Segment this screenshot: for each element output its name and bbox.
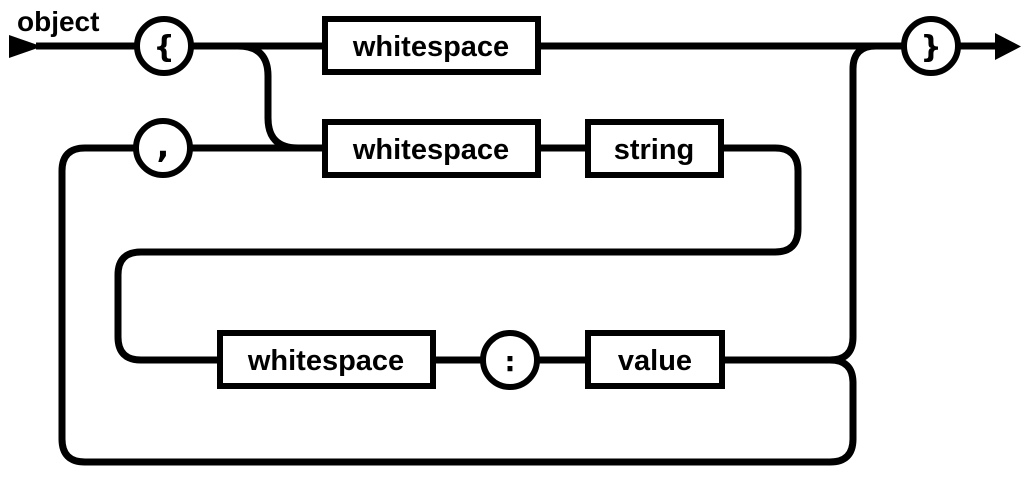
nonterminal-value: value: [585, 330, 725, 389]
colon-circle: [480, 330, 540, 390]
open-brace-circle: [134, 16, 194, 76]
track-value-up-to-closebrace: [720, 42, 906, 364]
comma-label: ,: [157, 126, 170, 166]
terminal-close-brace: }: [901, 16, 961, 76]
value-label: value: [618, 345, 692, 377]
nonterminal-string: string: [585, 119, 724, 178]
whitespace-middle-box: [322, 119, 541, 178]
terminal-colon: :: [480, 330, 540, 390]
comma-circle: [133, 118, 193, 178]
whitespace-top-box: [322, 16, 541, 75]
diagram-tracks: [36, 42, 997, 466]
whitespace-middle-label: whitespace: [352, 134, 509, 166]
string-label: string: [614, 134, 695, 166]
track-repeat-loop: [58, 144, 857, 466]
track-string-wrap-to-bottom-row: [114, 144, 802, 364]
track-branch-down: [237, 42, 299, 152]
colon-label: :: [504, 345, 515, 378]
value-box: [585, 330, 725, 389]
nonterminal-whitespace-bottom: whitespace: [217, 330, 436, 389]
whitespace-top-label: whitespace: [352, 31, 509, 63]
terminal-open-brace: {: [134, 16, 194, 76]
nonterminal-whitespace-top: whitespace: [322, 16, 541, 75]
whitespace-bottom-label: whitespace: [247, 345, 404, 377]
nonterminal-whitespace-middle: whitespace: [322, 119, 541, 178]
rule-name-label: object: [17, 6, 99, 37]
open-brace-label: {: [153, 30, 174, 65]
terminal-comma: ,: [133, 118, 193, 178]
whitespace-bottom-box: [217, 330, 436, 389]
start-arrow-icon: [9, 35, 42, 58]
end-arrow-icon: [995, 33, 1021, 60]
close-brace-circle: [901, 16, 961, 76]
string-box: [585, 119, 724, 178]
close-brace-label: }: [920, 30, 941, 65]
